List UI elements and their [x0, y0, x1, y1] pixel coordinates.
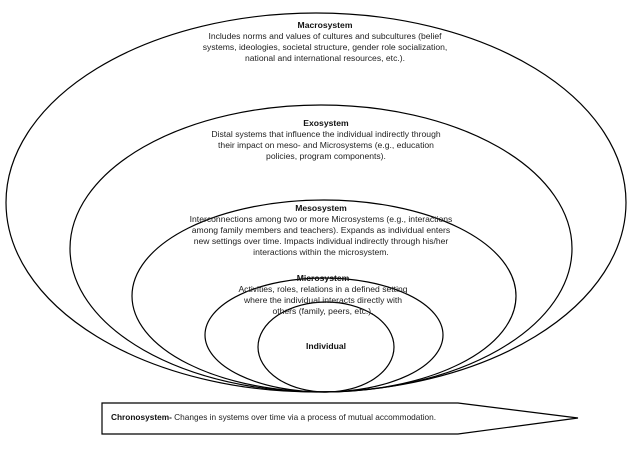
mesosystem-title: Mesosystem — [295, 203, 347, 213]
exosystem-title: Exosystem — [303, 118, 349, 128]
individual-ellipse — [257, 301, 395, 393]
chronosystem-arrow — [101, 402, 579, 435]
chronosystem-description: Changes in systems over time via a proce… — [171, 412, 437, 422]
macrosystem-title: Macrosystem — [297, 20, 353, 30]
mesosystem-description: Interconnections among two or more Micro… — [189, 214, 453, 257]
microsystem-description: Activities, roles, relations in a define… — [238, 284, 408, 316]
mesosystem-block: Mesosystem Interconnections among two or… — [186, 203, 456, 258]
macrosystem-description: Includes norms and values of cultures an… — [202, 31, 448, 63]
macrosystem-block: Macrosystem Includes norms and values of… — [200, 20, 450, 64]
microsystem-block: Microsystem Activities, roles, relations… — [238, 273, 408, 317]
chronosystem-title: Chronosystem- — [111, 412, 172, 422]
individual-title: Individual — [305, 341, 347, 351]
individual-block: Individual — [276, 341, 376, 352]
chronosystem-label: Chronosystem- Changes in systems over ti… — [111, 412, 436, 422]
microsystem-title: Microsystem — [296, 273, 350, 283]
exosystem-block: Exosystem Distal systems that influence … — [206, 118, 446, 162]
exosystem-description: Distal systems that influence the indivi… — [211, 129, 441, 161]
